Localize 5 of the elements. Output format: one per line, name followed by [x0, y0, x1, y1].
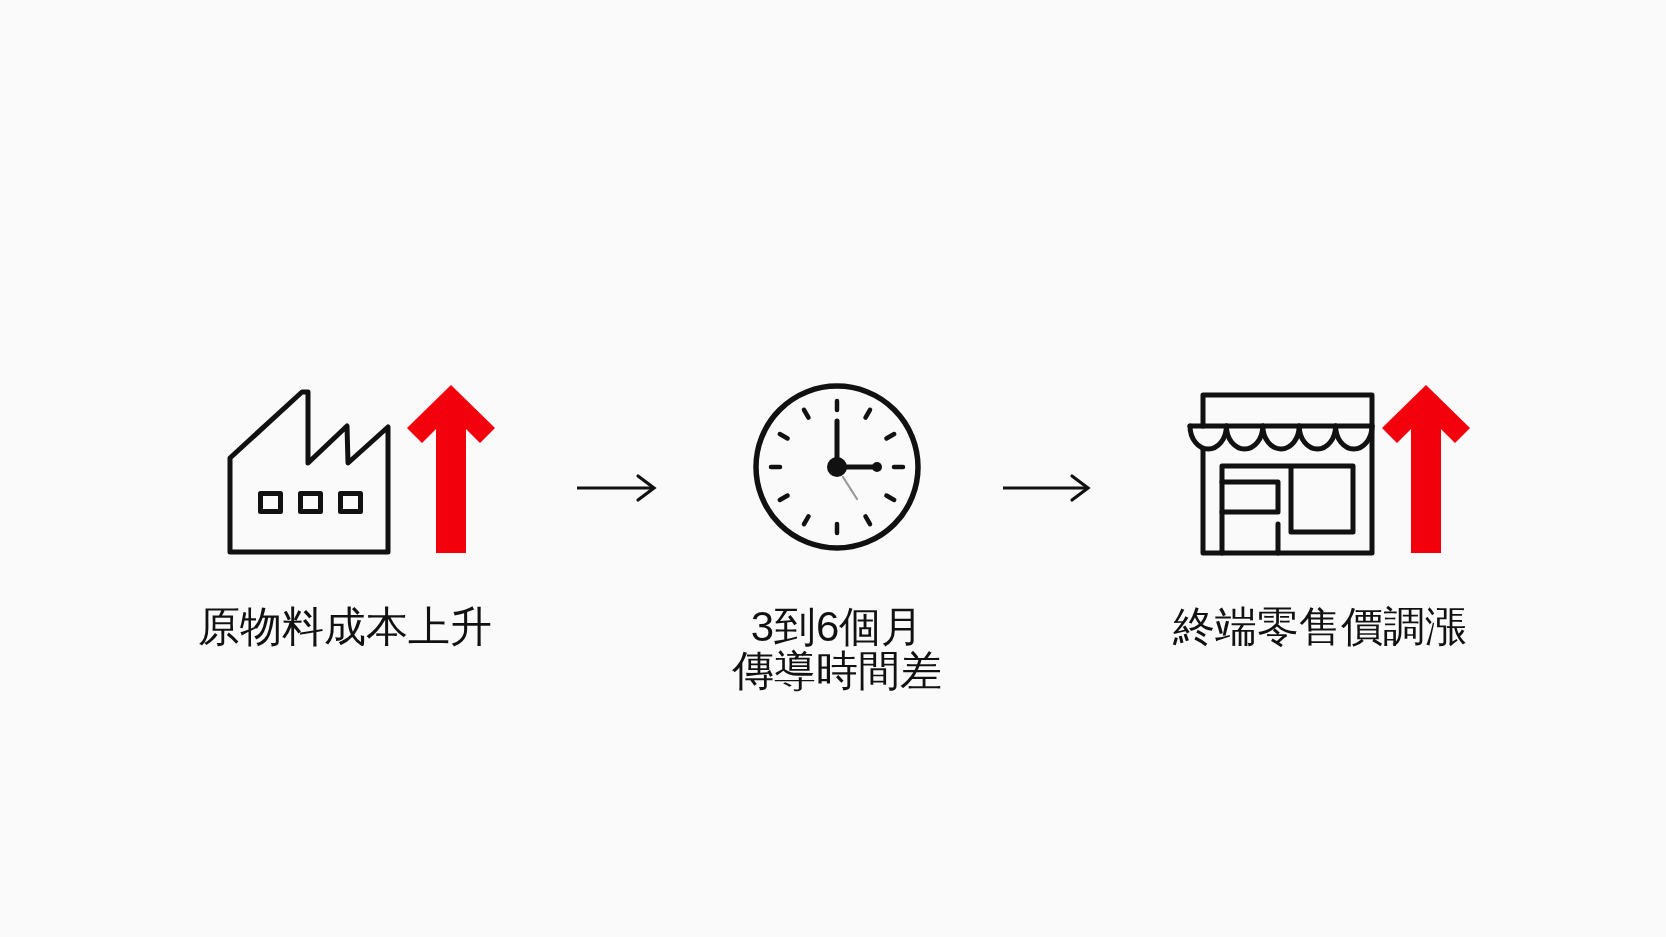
arrow	[577, 474, 656, 502]
step-label: 終端零售價調漲	[1172, 605, 1468, 649]
step-label: 3到6個月傳導時間差	[731, 605, 943, 693]
step-label: 原物料成本上升	[197, 605, 493, 649]
arrow	[1003, 474, 1090, 502]
